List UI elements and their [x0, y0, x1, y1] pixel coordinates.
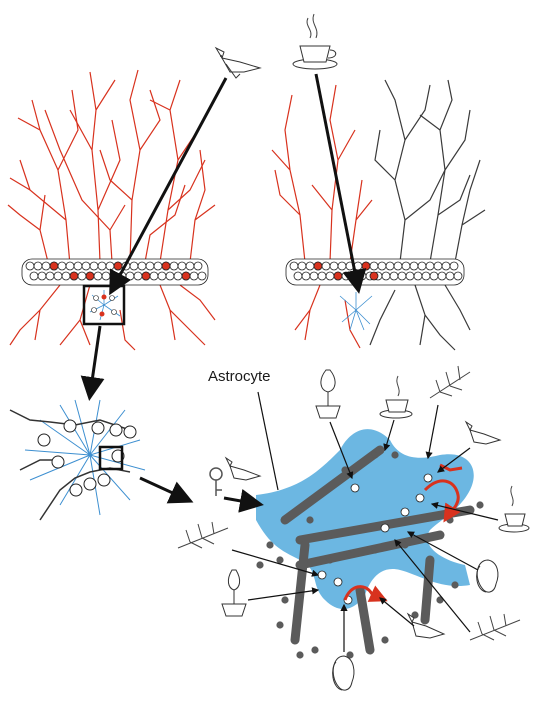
bird-icon-3	[406, 612, 446, 639]
arrow-leaf-3	[231, 549, 320, 577]
arrow-bird-3	[379, 597, 415, 627]
arrow-coffee-to-right	[314, 73, 367, 294]
left-zoom-box	[82, 284, 126, 326]
arrow-zoom-down	[80, 325, 105, 401]
coffee-cup-icon-3	[498, 485, 530, 533]
arrow-key-bird	[223, 489, 264, 513]
arrow-coffee-3	[430, 501, 499, 521]
tulip-icon-2	[221, 569, 247, 617]
face-icon-1	[476, 559, 499, 593]
tulip-icon	[315, 369, 341, 419]
face-icon-2	[332, 655, 355, 691]
zoomed-synapse-panel	[9, 399, 146, 521]
arrow-bird-2	[437, 447, 471, 473]
key-icon	[209, 467, 223, 496]
dendritic-spines	[256, 451, 484, 659]
astrocyte-label-pointer	[257, 391, 279, 491]
leaf-icon-2	[469, 613, 521, 641]
arrow-face-1	[406, 531, 479, 571]
arrow-tulip-2	[247, 587, 320, 601]
leaf-icon-1	[429, 365, 471, 399]
astrocyte-label: Astrocyte	[208, 368, 271, 385]
right-dendritic-tree-red	[271, 84, 373, 349]
arrow-leaf-1	[425, 404, 439, 460]
bird-icon-4	[224, 456, 262, 481]
right-astrocyte-blob	[339, 292, 373, 331]
bird-icon-2	[464, 420, 502, 445]
arrow-leaf-2	[394, 539, 471, 633]
right-dendritic-tree-dark	[369, 79, 486, 351]
right-cell-body-layer	[285, 258, 465, 286]
arrow-tulip	[329, 421, 354, 480]
left-cell-body-layer	[21, 258, 209, 286]
coffee-cup-icon	[292, 13, 338, 70]
coffee-cup-icon-2	[379, 375, 413, 419]
arrow-zoom-right	[139, 476, 194, 504]
arrow-coffee-2	[383, 419, 395, 452]
left-dendritic-tree	[7, 69, 216, 351]
leaf-icon-3	[177, 521, 229, 549]
arrow-bird-to-left	[109, 77, 228, 296]
bird-icon	[214, 46, 262, 79]
